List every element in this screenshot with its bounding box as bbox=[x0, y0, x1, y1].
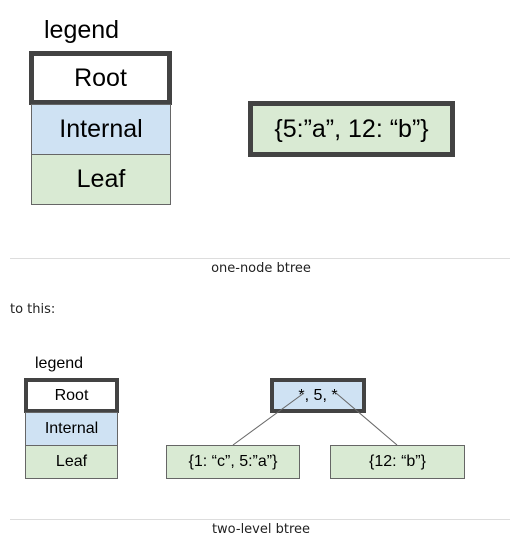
tree-leaf-left-label: {1: “c”, 5:”a”} bbox=[188, 453, 278, 470]
edge-root-to-left-leaf bbox=[232, 392, 305, 446]
legend-root-label-small: Root bbox=[54, 386, 89, 404]
legend-title-small: legend bbox=[35, 355, 84, 372]
divider-two bbox=[10, 519, 510, 520]
tree-leaf-right: {12: “b”} bbox=[330, 445, 465, 479]
legend-root-box: Root bbox=[29, 51, 172, 105]
divider-one bbox=[10, 258, 510, 259]
caption-two-level: two-level btree bbox=[211, 522, 311, 537]
btree-root-node-label: {5:”a”, 12: “b”} bbox=[274, 114, 429, 143]
tree-leaf-left: {1: “c”, 5:”a”} bbox=[166, 445, 300, 479]
edge-root-to-right-leaf bbox=[335, 392, 398, 446]
legend-leaf-label-small: Leaf bbox=[55, 453, 88, 470]
btree-root-node: {5:”a”, 12: “b”} bbox=[248, 101, 455, 157]
tree-root-node: *, 5, * bbox=[270, 378, 366, 413]
transition-text: to this: bbox=[10, 302, 56, 317]
tree-leaf-right-label: {12: “b”} bbox=[369, 453, 426, 470]
legend-title: legend bbox=[44, 16, 120, 44]
legend-internal-label: Internal bbox=[59, 115, 143, 143]
legend-leaf-box-small: Leaf bbox=[25, 445, 118, 479]
legend-root-box-small: Root bbox=[24, 378, 119, 413]
legend-leaf-label: Leaf bbox=[76, 165, 126, 193]
legend-root-label: Root bbox=[74, 63, 127, 92]
legend-internal-box-small: Internal bbox=[25, 412, 118, 446]
legend-internal-box: Internal bbox=[31, 104, 171, 155]
legend-leaf-box: Leaf bbox=[31, 154, 171, 205]
tree-root-node-label: *, 5, * bbox=[298, 386, 338, 404]
caption-one-node: one-node btree bbox=[211, 261, 311, 276]
legend-internal-label-small: Internal bbox=[44, 420, 99, 437]
